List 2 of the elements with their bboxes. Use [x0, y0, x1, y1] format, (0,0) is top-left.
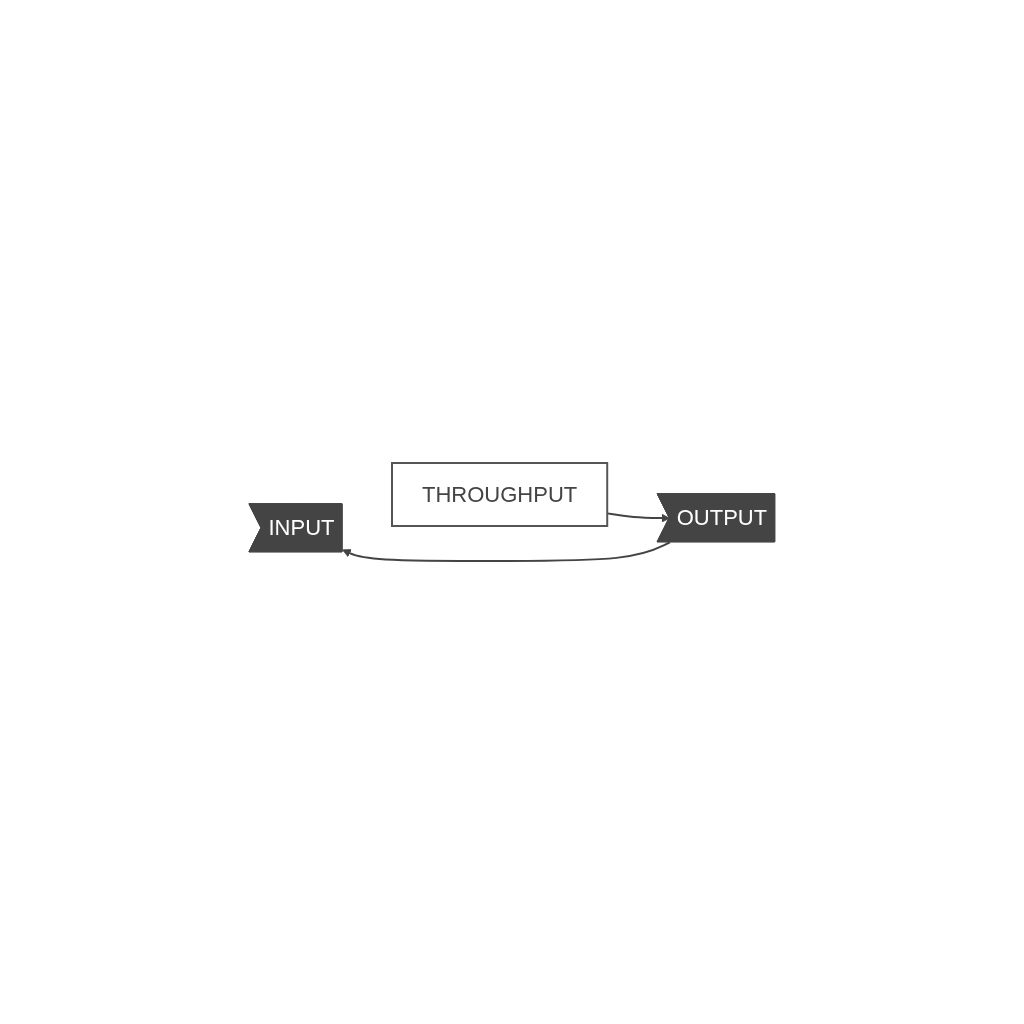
- arrow: [342, 541, 672, 562]
- node-box: THROUGHPUT: [391, 462, 609, 527]
